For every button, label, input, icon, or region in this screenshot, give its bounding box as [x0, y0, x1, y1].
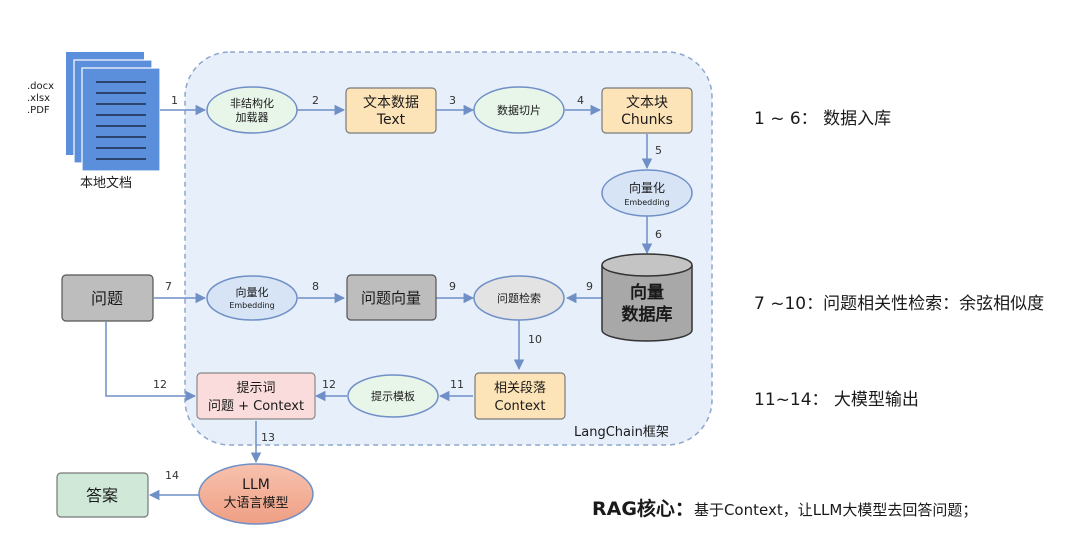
step-8: 8	[312, 280, 319, 293]
context-line-2: Context	[495, 399, 546, 414]
side-note-generation: 11~14： 大模型输出	[754, 390, 919, 410]
step-6: 6	[655, 228, 662, 241]
prompt-line-2: 问题 + Context	[208, 399, 304, 414]
splitter-label: 数据切片	[497, 103, 541, 117]
step-4: 4	[577, 94, 584, 107]
doc-embed-line-2: Embedding	[624, 198, 669, 207]
rag-core-text: 基于Context，让LLM大模型去回答问题；	[693, 501, 978, 519]
step-7: 7	[165, 280, 172, 293]
step-2: 2	[312, 94, 319, 107]
doc-type-docx: .docx	[27, 81, 54, 92]
node-text-chunks: 文本块 Chunks	[601, 87, 693, 134]
arrow-12a	[105, 322, 197, 402]
rag-core-note: RAG核心：基于Context，让LLM大模型去回答问题；	[592, 494, 977, 521]
retrieve-label: 问题检索	[497, 291, 541, 305]
node-prompt-template: 提示模板	[347, 374, 439, 418]
step-1: 1	[171, 94, 178, 107]
step-3: 3	[449, 94, 456, 107]
node-prompt: 提示词 问题 + Context	[196, 372, 316, 420]
context-line-1: 相关段落	[494, 381, 546, 396]
chunks-line-1: 文本块	[626, 95, 668, 111]
doc-type-xlsx: .xlsx	[27, 93, 50, 104]
node-unstructured-loader: 非结构化 加载器	[206, 86, 298, 134]
node-vector-database: 向量 数据库	[601, 253, 693, 342]
llm-line-2: 大语言模型	[223, 496, 288, 511]
side-note-ingest: 1 ~ 6： 数据入库	[754, 109, 892, 129]
step-5: 5	[655, 144, 662, 157]
question-label: 问题	[91, 289, 123, 308]
q-vector-label: 问题向量	[361, 289, 421, 307]
vectordb-line-1: 向量	[630, 282, 664, 303]
langchain-framework-region	[184, 51, 713, 446]
node-question: 问题	[61, 274, 154, 322]
node-llm: LLM 大语言模型	[198, 463, 314, 525]
template-label: 提示模板	[371, 389, 415, 403]
step-11: 11	[450, 378, 464, 391]
step-9b: 9	[586, 280, 593, 293]
node-question-vector: 问题向量	[346, 274, 437, 321]
doc-embed-line-1: 向量化	[629, 180, 665, 195]
q-embed-line-1: 向量化	[236, 285, 269, 299]
doc-type-pdf: .PDF	[27, 105, 50, 116]
step-13: 13	[261, 431, 275, 444]
step-12a: 12	[153, 378, 167, 391]
text-data-line-2: Text	[376, 112, 406, 128]
local-documents-icon	[66, 52, 161, 172]
step-9a: 9	[449, 280, 456, 293]
local-docs-label: 本地文档	[80, 176, 132, 191]
prompt-line-1: 提示词	[236, 380, 275, 396]
node-doc-embedding: 向量化 Embedding	[601, 169, 693, 217]
node-answer: 答案	[56, 472, 149, 518]
answer-label: 答案	[86, 486, 118, 505]
step-14: 14	[165, 469, 179, 482]
loader-line-1: 非结构化	[230, 96, 274, 110]
rag-core-title: RAG核心：	[592, 498, 694, 520]
node-question-retrieval: 问题检索	[473, 275, 565, 321]
loader-line-2: 加载器	[236, 111, 269, 124]
node-question-embedding: 向量化 Embedding	[206, 275, 298, 321]
side-note-retrieval: 7 ~10：问题相关性检索：余弦相似度	[754, 294, 1045, 314]
llm-line-1: LLM	[242, 477, 270, 493]
vectordb-line-2: 数据库	[622, 304, 673, 325]
node-context: 相关段落 Context	[474, 372, 566, 420]
chunks-line-2: Chunks	[621, 112, 673, 128]
text-data-line-1: 文本数据	[363, 95, 419, 111]
step-10: 10	[528, 333, 542, 346]
step-12b: 12	[322, 378, 336, 391]
q-embed-line-2: Embedding	[229, 301, 274, 310]
node-text-data: 文本数据 Text	[345, 87, 437, 134]
node-data-splitter: 数据切片	[473, 86, 565, 134]
framework-label: LangChain框架	[574, 425, 669, 440]
